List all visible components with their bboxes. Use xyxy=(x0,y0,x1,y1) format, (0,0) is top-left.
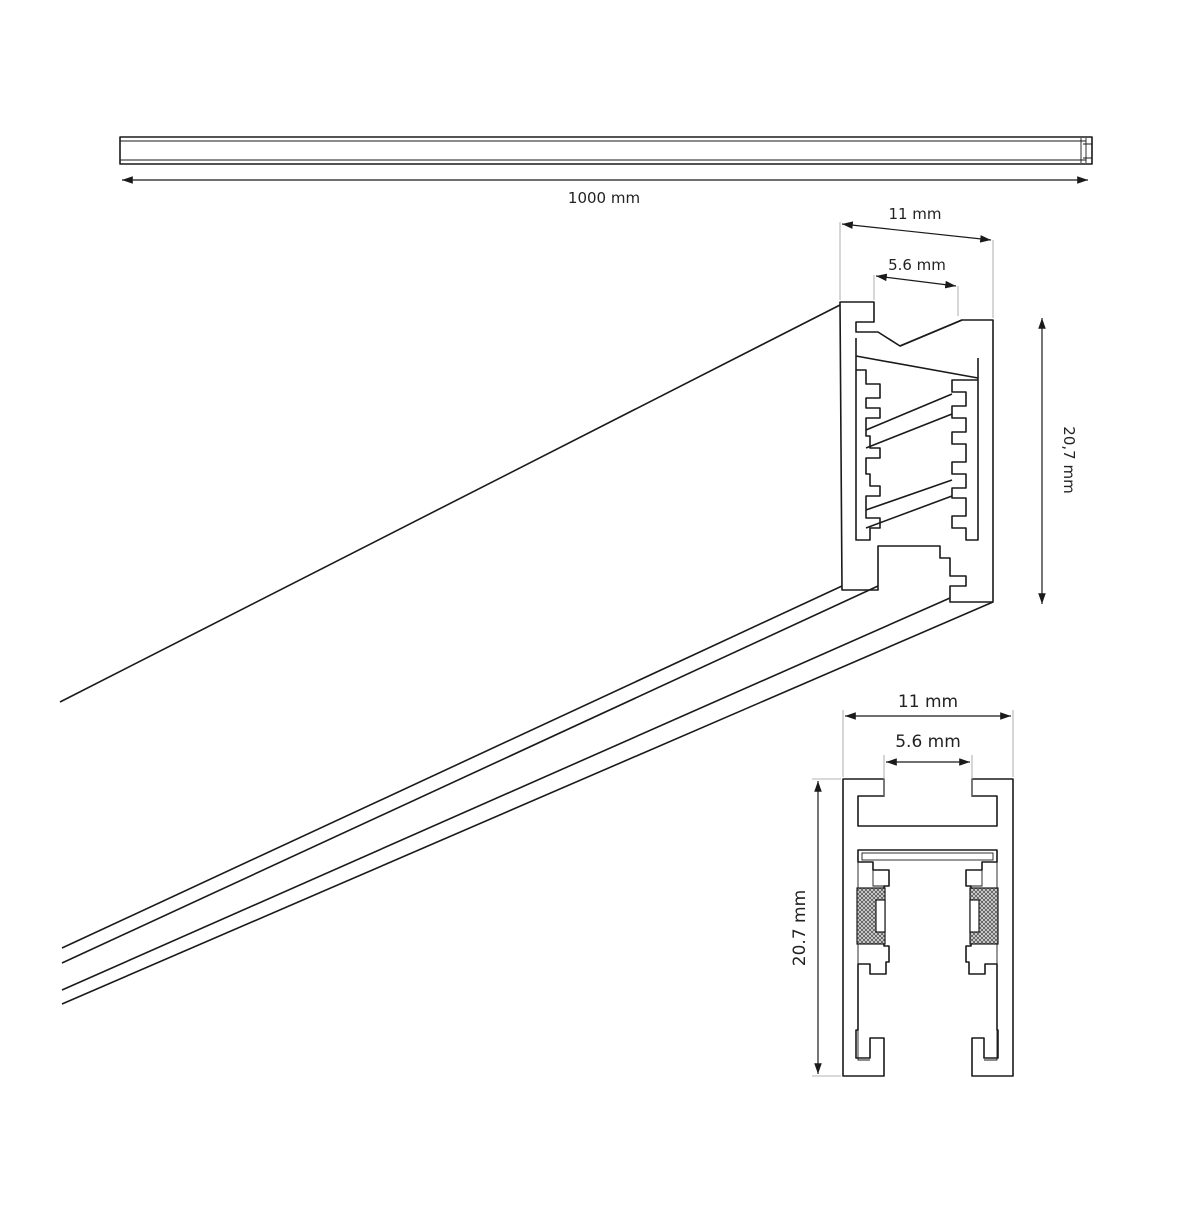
sec-width-label: 11 mm xyxy=(898,692,958,712)
profile-bottom-edge xyxy=(61,597,951,991)
profile-bottom-edge xyxy=(61,601,994,1005)
iso-slot-dimension-line xyxy=(875,273,957,289)
right-conductor xyxy=(969,899,980,933)
internal-rib xyxy=(865,495,953,529)
section-outer-outline xyxy=(842,778,1014,1077)
top-bar-view: 1000 mm xyxy=(119,136,1093,207)
left-slot xyxy=(855,338,881,541)
internal-rib xyxy=(865,413,953,449)
internal-rib xyxy=(865,479,953,511)
bar-end-profile xyxy=(1080,138,1093,163)
internal-rib xyxy=(899,319,963,347)
iso-slot-label: 5.6 mm xyxy=(888,256,946,274)
profile-top-edge xyxy=(59,304,841,703)
internal-rib xyxy=(865,393,953,431)
section-bottom-left-hook xyxy=(857,1030,870,1061)
cross-section-view: 11 mm 5.6 mm 20.7 mm xyxy=(790,692,1014,1077)
left-conductor xyxy=(875,899,886,933)
isometric-view: 11 mm 5.6 mm 20,7 mm xyxy=(59,205,1078,1005)
length-dimension-label: 1000 mm xyxy=(568,189,640,207)
right-slot xyxy=(951,358,979,541)
profile-bottom-edge xyxy=(61,585,879,964)
iso-width-dimension-line xyxy=(841,221,992,243)
internal-rib xyxy=(855,355,979,379)
iso-width-label: 11 mm xyxy=(888,205,941,223)
section-top-cover xyxy=(861,852,994,861)
profile-front-face xyxy=(839,301,994,603)
sec-slot-label: 5.6 mm xyxy=(895,732,961,752)
section-bottom-right-hook xyxy=(984,1030,998,1061)
profile-bottom-edge xyxy=(61,585,843,949)
iso-height-label: 20,7 mm xyxy=(1060,426,1078,493)
sec-height-label: 20.7 mm xyxy=(790,890,810,966)
